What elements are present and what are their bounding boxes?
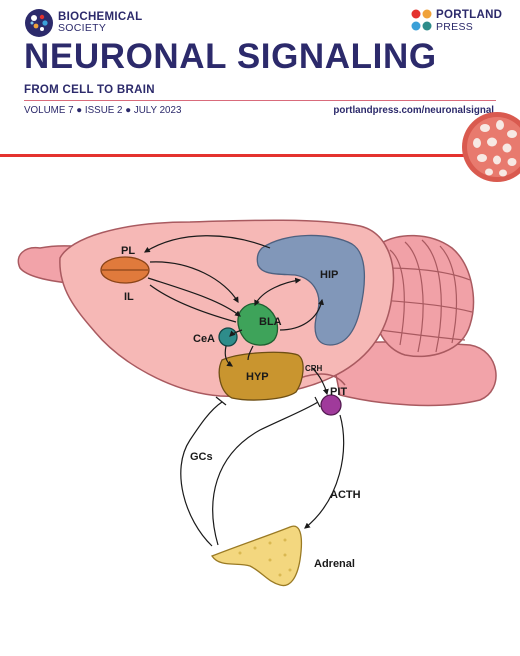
- cea-region: [218, 327, 238, 347]
- society-line-2: SOCIETY: [58, 22, 107, 34]
- issue-info: VOLUME 7 ● ISSUE 2 ● JULY 2023: [24, 105, 182, 116]
- adrenal-gland-icon: [211, 525, 303, 587]
- hpa-feedback-arrows: [180, 396, 345, 547]
- adrenal-label: Adrenal: [314, 558, 355, 570]
- adrenal-texture: [238, 538, 292, 577]
- biochemical-society-logo-icon: [25, 9, 53, 37]
- journal-url-link[interactable]: portlandpress.com/neuronalsignal: [333, 105, 494, 116]
- hypothalamus-region: [218, 351, 304, 401]
- red-accent-band: [0, 154, 520, 157]
- gcs-label: GCs: [190, 451, 213, 463]
- cea-label: CeA: [193, 333, 215, 345]
- crh-label: CRH: [305, 364, 323, 373]
- hyp-label: HYP: [246, 371, 269, 383]
- pituitary-region: [320, 394, 342, 416]
- cell-cross-section-icon: [462, 112, 520, 182]
- publisher-line-2: PRESS: [436, 20, 474, 33]
- journal-title: NEURONAL SIGNALING: [24, 37, 437, 76]
- hippocampus-region: [256, 234, 366, 346]
- circuit-arrows: [143, 235, 329, 396]
- portland-press-logo-icon: [411, 9, 432, 31]
- publisher-name: PORTLAND PRESS: [436, 9, 503, 33]
- il-label: IL: [124, 291, 134, 303]
- acth-label: ACTH: [330, 489, 361, 501]
- journal-subtitle: FROM CELL TO BRAIN: [24, 84, 155, 96]
- header-divider: [24, 100, 496, 101]
- society-name: BIOCHEMICAL SOCIETY: [58, 11, 143, 34]
- publisher-line-1: PORTLAND: [436, 9, 503, 21]
- pit-label: PIT: [330, 386, 347, 398]
- bla-label: BLA: [259, 316, 282, 328]
- society-line-1: BIOCHEMICAL: [58, 11, 143, 23]
- hip-label: HIP: [320, 269, 338, 281]
- pl-label: PL: [121, 245, 135, 257]
